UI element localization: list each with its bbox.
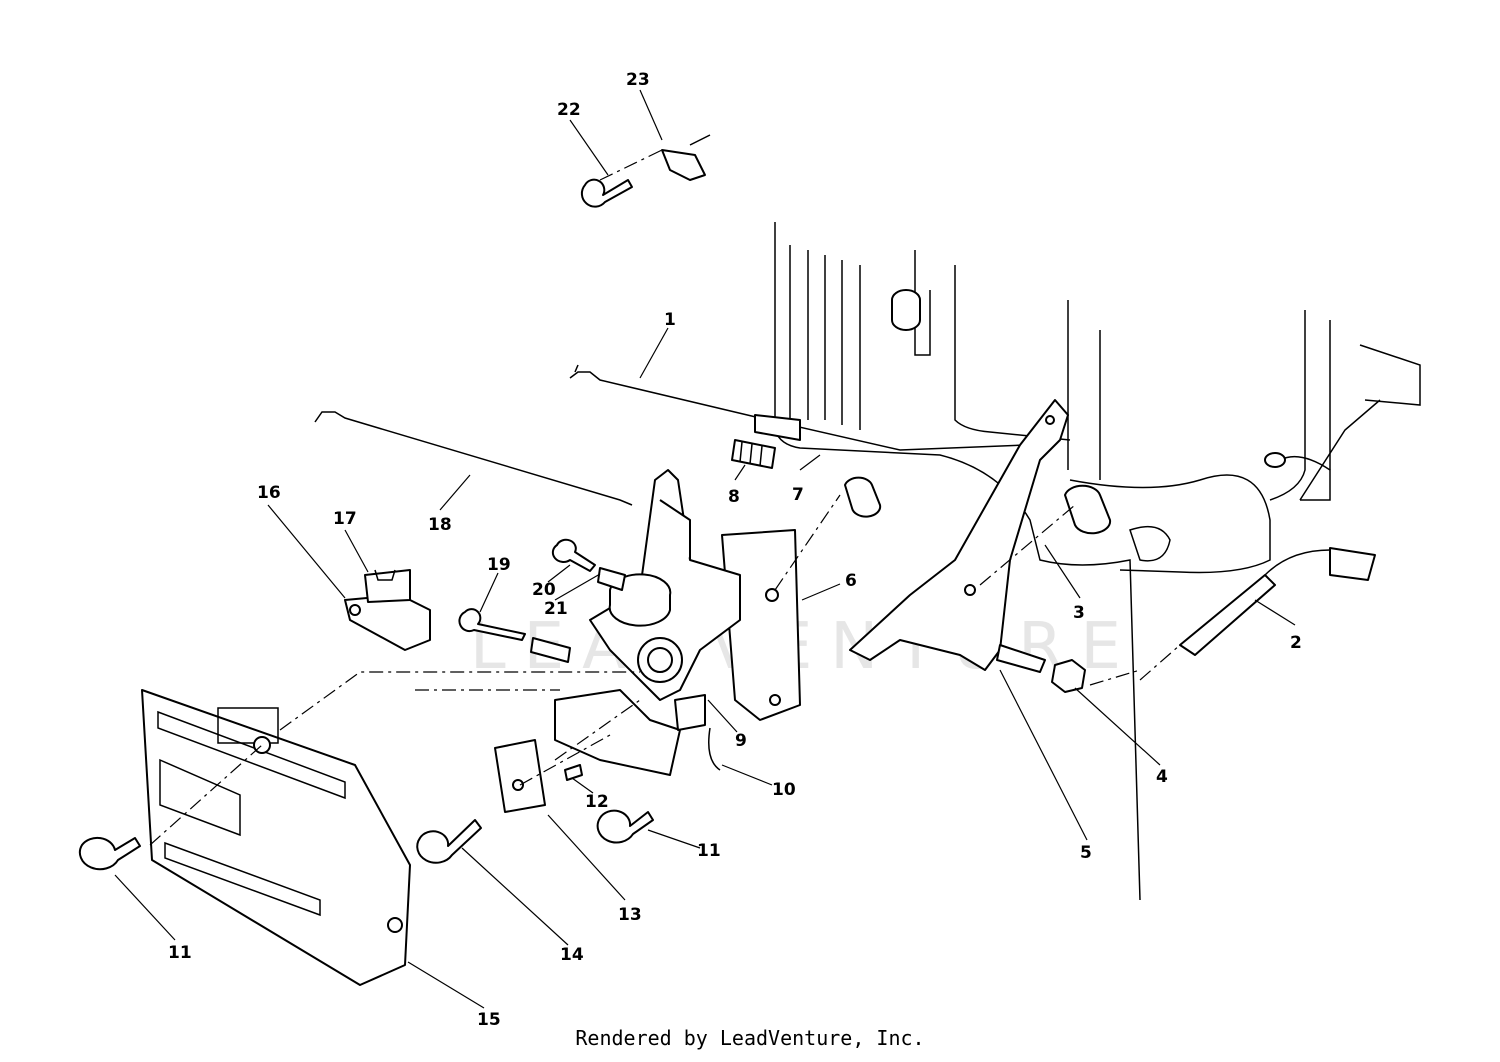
callout-11-right: 11: [697, 841, 721, 861]
part-20-screw: [551, 538, 596, 572]
callout-19: 19: [487, 555, 511, 575]
callout-18: 18: [428, 515, 452, 535]
control-assembly: [554, 469, 741, 776]
callout-13: 13: [618, 905, 642, 925]
callout-15: 15: [477, 1010, 501, 1030]
callout-2: 2: [1290, 633, 1302, 653]
part-19-screw: [458, 608, 526, 641]
callout-3: 3: [1073, 603, 1085, 623]
callout-21: 21: [544, 599, 568, 619]
callout-22: 22: [557, 100, 581, 120]
part-12-pin: [564, 764, 583, 781]
part-1-governor-rod: [569, 364, 1026, 451]
callout-10: 10: [772, 780, 796, 800]
callout-11-left: 11: [168, 943, 192, 963]
callout-17: 17: [333, 509, 357, 529]
part-22-screw: [580, 178, 633, 208]
callout-labels: 1 2 3 4 5 6 7 8 9 10 11 11 12 13 14 15 1…: [168, 70, 1302, 1030]
part-21-spring: [530, 567, 626, 663]
part-8-spring: [731, 439, 776, 469]
part-17-bracket: [364, 569, 411, 603]
callout-16: 16: [257, 483, 281, 503]
part-16-lever: [344, 594, 431, 651]
mount-bushing: [844, 476, 882, 518]
callout-8: 8: [728, 487, 740, 507]
callout-20: 20: [532, 580, 556, 600]
callout-1: 1: [664, 310, 676, 330]
callout-12: 12: [585, 792, 609, 812]
callout-4: 4: [1156, 767, 1168, 787]
footer-credit: Rendered by LeadVenture, Inc.: [575, 1026, 925, 1050]
part-10-clip: [708, 727, 721, 771]
watermark-text: LEADVENTURE: [470, 610, 1139, 684]
callout-7: 7: [792, 485, 804, 505]
part-11-bolt-left: [78, 836, 141, 871]
part-9-spring: [674, 694, 706, 731]
assembly-centerlines: [149, 149, 1181, 846]
engine-block: [774, 222, 1421, 901]
part-6-bracket: [721, 529, 801, 721]
part-11-bolt-right: [596, 809, 654, 844]
callout-14: 14: [560, 945, 584, 965]
part-14-bolt: [416, 819, 482, 864]
callout-6: 6: [845, 571, 857, 591]
leader-lines: [114, 89, 1296, 1009]
part-3-bushing: [1064, 484, 1112, 535]
part-2-crank: [1179, 547, 1376, 656]
part-13-clip: [494, 739, 546, 813]
part-13-hole: [512, 779, 524, 791]
part-15-cover-plate: [141, 689, 411, 986]
part-4-nut: [1051, 659, 1086, 693]
callout-23: 23: [626, 70, 650, 90]
callout-5: 5: [1080, 843, 1092, 863]
part-5-throttle-arm: [849, 399, 1069, 673]
callout-9: 9: [735, 731, 747, 751]
part-18-choke-rod: [314, 411, 633, 506]
part-23-clamp: [661, 134, 711, 181]
